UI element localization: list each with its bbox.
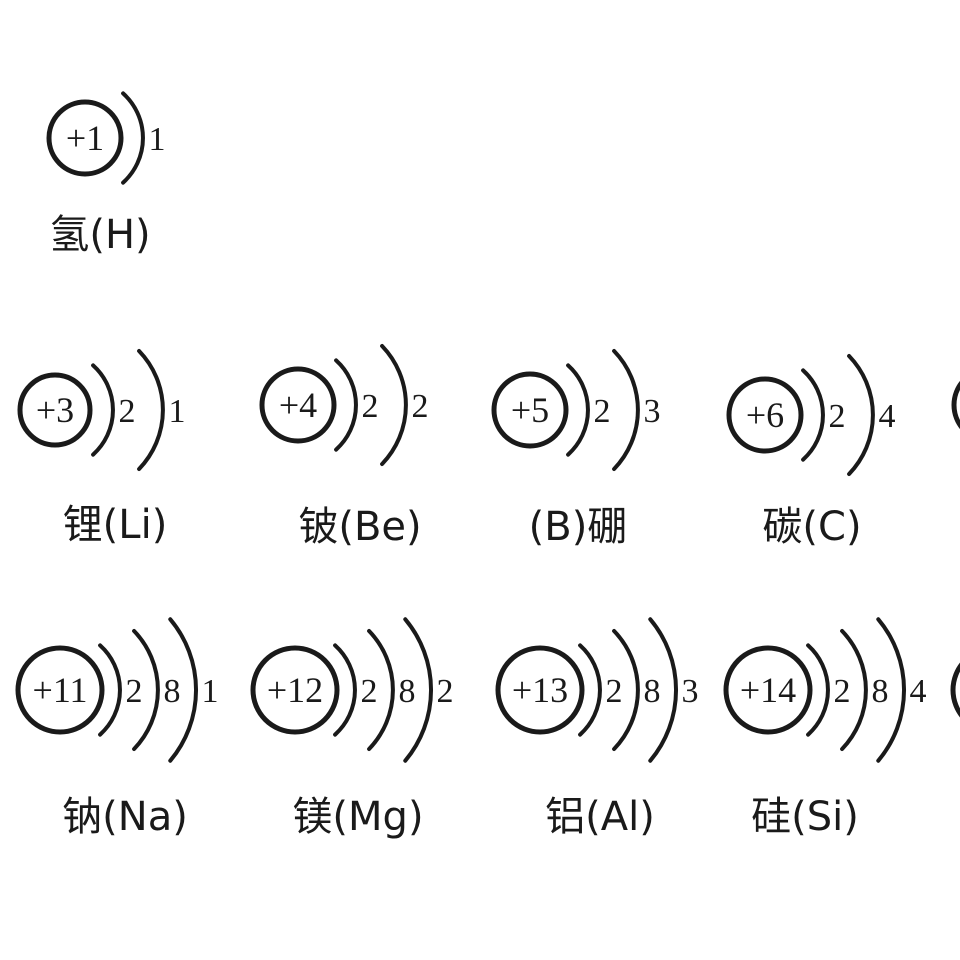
atom-diagram-partial bbox=[951, 380, 960, 430]
shell-electron-count: 8 bbox=[164, 673, 181, 710]
electron-shell-arc bbox=[132, 629, 160, 751]
electron-shell-arc bbox=[612, 629, 640, 751]
nucleus-charge: +12 bbox=[267, 670, 323, 710]
nucleus-circle bbox=[951, 380, 960, 430]
electron-shell-arc bbox=[840, 629, 868, 751]
nucleus-charge: +1 bbox=[66, 118, 104, 158]
electron-shell-arc bbox=[578, 643, 602, 737]
electron-shell-arc bbox=[612, 349, 640, 471]
nucleus-circle bbox=[46, 99, 124, 177]
shell-electron-count: 2 bbox=[594, 393, 611, 430]
shell-electron-count: 4 bbox=[910, 673, 927, 710]
nucleus-circle bbox=[17, 372, 93, 448]
shell-electron-count: 3 bbox=[682, 673, 699, 710]
electron-shell-arc bbox=[566, 363, 590, 457]
nucleus-circle bbox=[15, 645, 105, 735]
nucleus-circle bbox=[491, 371, 569, 449]
electron-shell-arc bbox=[806, 643, 830, 737]
nucleus-charge: +14 bbox=[740, 670, 796, 710]
nucleus-circle bbox=[259, 366, 337, 444]
element-name: 镁(Mg) bbox=[292, 794, 423, 840]
shell-electron-count: 2 bbox=[119, 393, 136, 430]
shell-electron-count: 2 bbox=[412, 388, 429, 425]
shell-electron-count: 2 bbox=[606, 673, 623, 710]
nucleus-circle bbox=[495, 645, 585, 735]
electron-shell-arc bbox=[801, 368, 825, 462]
nucleus-circle bbox=[726, 376, 804, 454]
shell-electron-count: 2 bbox=[834, 673, 851, 710]
element-name: 铍(Be) bbox=[298, 504, 421, 550]
atom-diagram-partial bbox=[950, 662, 960, 718]
electron-shell-arc bbox=[333, 643, 357, 737]
shell-electron-count: 8 bbox=[872, 673, 889, 710]
shell-electron-count: 1 bbox=[202, 673, 219, 710]
element-name: 锂(Li) bbox=[63, 502, 168, 548]
shell-electron-count: 4 bbox=[879, 398, 896, 435]
shell-electron-count: 2 bbox=[362, 388, 379, 425]
electron-shell-arc bbox=[137, 349, 165, 471]
element-name: 铝(Al) bbox=[545, 794, 655, 840]
electron-shell-arc bbox=[847, 354, 875, 476]
nucleus-charge: +5 bbox=[511, 390, 549, 430]
element-name: 硅(Si) bbox=[751, 794, 859, 840]
element-name: 钠(Na) bbox=[62, 794, 188, 840]
electron-shell-arc bbox=[648, 617, 679, 763]
electron-shell-arc bbox=[334, 358, 358, 452]
nucleus-charge: +11 bbox=[33, 670, 88, 710]
electron-shell-arc bbox=[121, 91, 145, 185]
electron-shell-arc bbox=[168, 617, 199, 763]
nucleus-charge: +3 bbox=[36, 390, 74, 430]
shell-electron-count: 1 bbox=[169, 393, 186, 430]
electron-shell-arc bbox=[91, 363, 115, 457]
shell-electron-count: 8 bbox=[399, 673, 416, 710]
shell-electron-count: 3 bbox=[644, 393, 661, 430]
electron-shell-arc bbox=[403, 617, 434, 763]
nucleus-circle bbox=[250, 645, 340, 735]
shell-electron-count: 2 bbox=[361, 673, 378, 710]
shell-electron-count: 2 bbox=[126, 673, 143, 710]
nucleus-circle bbox=[950, 662, 960, 718]
element-name: 氢(H) bbox=[49, 212, 150, 258]
element-name: (B)硼 bbox=[529, 504, 628, 550]
electron-shell-arc bbox=[876, 617, 907, 763]
element-name: 碳(C) bbox=[762, 504, 861, 550]
shell-electron-count: 2 bbox=[437, 673, 454, 710]
shell-electron-count: 2 bbox=[829, 398, 846, 435]
electron-shell-arc bbox=[380, 344, 408, 466]
nucleus-charge: +6 bbox=[746, 395, 784, 435]
electron-shell-arc bbox=[367, 629, 395, 751]
shell-electron-count: 1 bbox=[149, 121, 166, 158]
nucleus-charge: +4 bbox=[279, 385, 317, 425]
nucleus-charge: +13 bbox=[512, 670, 568, 710]
atom-diagram: +1 1 氢(H) bbox=[46, 91, 166, 258]
shell-electron-count: 8 bbox=[644, 673, 661, 710]
electron-shell-arc bbox=[98, 643, 122, 737]
nucleus-circle bbox=[723, 645, 813, 735]
